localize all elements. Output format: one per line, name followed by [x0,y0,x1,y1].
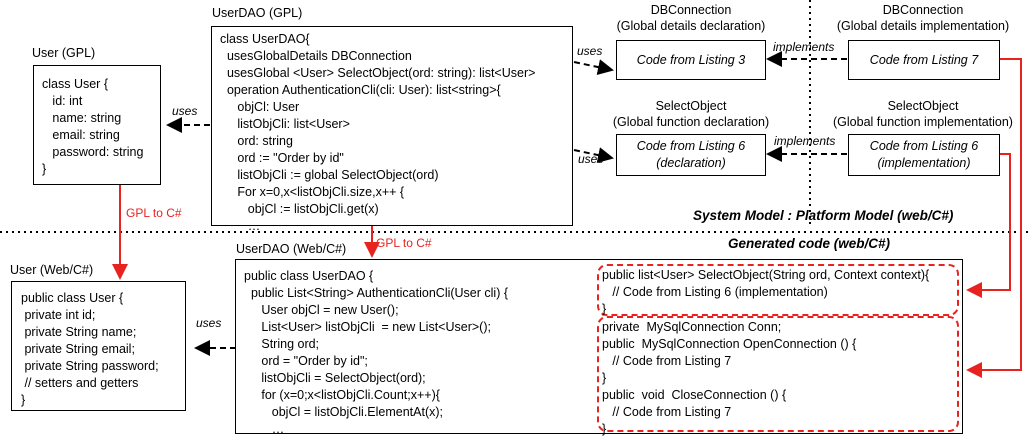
system-model-label: System Model : Platform Model (web/C#) [693,208,953,223]
red-arrow-select-impl [966,153,1011,298]
dbconn-impl-box: Code from Listing 7 [848,40,1000,80]
select-decl-title: SelectObject (Global function declaratio… [606,98,776,130]
userdao-gpl-box: class UserDAO{ usesGlobalDetails DBConne… [211,26,573,233]
model-separator-text: : [787,208,793,223]
select-decl-title-line1: SelectObject [655,99,727,113]
select-object-generated-block: public list<User> SelectObject(String or… [597,264,959,316]
platform-model-text: Platform Model (web/C#) [795,208,954,223]
userdao-web-code-left: public class UserDAO { public List<Strin… [244,269,509,436]
select-impl-title-line1: SelectObject [887,99,959,113]
dbconn-impl-body: Code from Listing 7 [869,52,979,67]
select-impl-body-line1: Code from Listing 6 [869,139,979,153]
user-gpl-title: User (GPL) [32,46,96,60]
user-web-box: public class User { private int id; priv… [11,281,186,411]
user-gpl-box: class User { id: int name: string email:… [33,65,161,185]
dbconn-decl-box: Code from Listing 3 [616,40,766,80]
user-web-code: public class User { private int id; priv… [21,291,159,407]
gpl-to-csharp-label-dao: GPL to C# [376,236,432,250]
select-impl-body-line2: (implementation) [877,156,971,170]
implements-label-dbconn: implements [773,40,835,54]
userdao-web-box: public class UserDAO { public List<Strin… [235,259,963,436]
select-impl-title-line2: (Global function implementation) [833,115,1013,129]
uses-arrow-select [573,147,614,163]
uses-label-dbconn: uses [577,44,603,58]
uses-label-select: uses [578,152,604,166]
generated-code-label: Generated code (web/C#) [728,236,891,251]
uses-label-gpl: uses [172,104,198,118]
uses-label-web: uses [196,316,222,330]
system-model-text: System Model [693,208,784,223]
implements-label-select: implements [774,134,836,148]
dbconn-decl-title: DBConnection (Global details declaration… [616,2,766,34]
userdao-web-title: UserDAO (Web/C#) [236,242,347,256]
dbconn-decl-title-line2: (Global details declaration) [616,19,766,33]
dbconn-decl-title-line1: DBConnection [650,3,732,17]
select-impl-box: Code from Listing 6 (implementation) [848,134,1000,176]
dbconn-decl-body: Code from Listing 3 [636,52,746,67]
gpl-to-csharp-label-user: GPL to C# [126,206,182,220]
select-decl-box: Code from Listing 6 (declaration) [616,134,766,176]
select-impl-title: SelectObject (Global function implementa… [818,98,1028,130]
red-arrow-dbconn-impl [966,58,1022,378]
dbconn-impl-title-line1: DBConnection [882,3,964,17]
uses-arrow-dbconn [573,59,614,75]
dbconn-impl-title-line2: (Global details implementation) [836,19,1010,33]
userdao-gpl-code: class UserDAO{ usesGlobalDetails DBConne… [220,32,536,233]
connection-generated-code: private MySqlConnection Conn; public MyS… [602,320,857,436]
user-gpl-code: class User { id: int name: string email:… [42,77,144,176]
connection-generated-block: private MySqlConnection Conn; public MyS… [597,316,959,436]
userdao-gpl-title: UserDAO (GPL) [212,6,303,20]
select-decl-title-line2: (Global function declaration) [612,115,770,129]
select-decl-body-line2: (declaration) [656,156,726,170]
dbconn-impl-title: DBConnection (Global details implementat… [818,2,1028,34]
select-decl-body-line1: Code from Listing 6 [636,139,746,153]
user-web-title: User (Web/C#) [10,263,94,277]
select-object-generated-code: public list<User> SelectObject(String or… [602,268,930,316]
